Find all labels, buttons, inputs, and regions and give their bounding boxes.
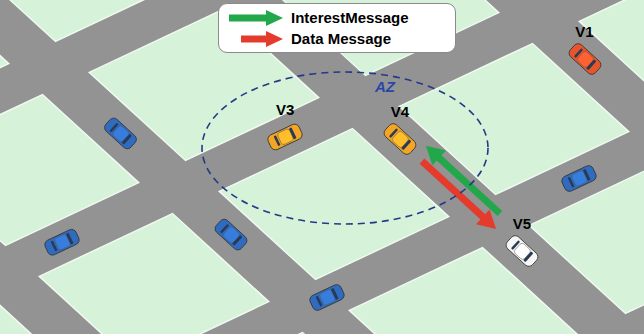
car-body xyxy=(567,41,603,76)
city-block xyxy=(0,0,9,126)
car-body xyxy=(213,217,249,252)
legend-label: InterestMessage xyxy=(291,9,409,26)
car-rear-window xyxy=(511,240,520,250)
vehicle-shape xyxy=(377,120,423,158)
city-block xyxy=(0,0,189,41)
car-icon xyxy=(266,122,304,151)
city-block xyxy=(349,248,578,334)
car-icon xyxy=(504,234,540,269)
car-windshield xyxy=(401,140,411,151)
vehicle: V3 xyxy=(262,102,308,156)
vehicle-label: V3 xyxy=(276,102,294,118)
car-windshield xyxy=(586,59,596,70)
zone-region: AZ V3 V4 xyxy=(200,70,490,226)
arrow-head xyxy=(476,209,496,229)
car-rear-window xyxy=(220,224,229,234)
zone-ellipse xyxy=(202,72,488,224)
vehicle-label: V4 xyxy=(391,104,409,120)
arrow-head xyxy=(426,146,446,166)
vehicle: V1 xyxy=(562,24,608,78)
legend-sample xyxy=(225,30,285,48)
car-windshield xyxy=(289,127,297,139)
vehicle: V4 xyxy=(377,104,423,158)
car-windshield xyxy=(583,169,591,181)
legend-sample xyxy=(225,9,285,27)
car-rear-window xyxy=(573,48,582,58)
car-body xyxy=(266,122,304,151)
vehicle-label: V1 xyxy=(575,24,593,40)
car-icon xyxy=(308,283,346,312)
vehicle: V5 xyxy=(499,216,545,270)
car-icon xyxy=(382,122,418,157)
car-windshield xyxy=(66,233,74,245)
zone-label: AZ xyxy=(375,79,395,95)
car-windshield xyxy=(523,252,533,263)
legend-arrow-shaft xyxy=(241,35,268,42)
city-block xyxy=(39,214,268,334)
car-icon xyxy=(213,217,249,252)
city-block xyxy=(219,129,448,280)
vehicle-shape xyxy=(499,232,545,270)
car-windshield xyxy=(232,235,242,246)
car-body xyxy=(382,122,418,157)
car-rear-window xyxy=(568,177,575,188)
car-body xyxy=(504,234,540,269)
vehicle-label: V5 xyxy=(513,216,531,232)
legend-entry: Data Message xyxy=(219,28,455,49)
car-body xyxy=(560,164,598,193)
zone-outline xyxy=(200,70,490,226)
car-body xyxy=(103,116,139,151)
car-icon xyxy=(43,228,81,257)
legend-label: Data Message xyxy=(291,30,391,47)
legend-arrow-shaft xyxy=(229,14,268,21)
city-block xyxy=(529,163,644,314)
car-rear-window xyxy=(274,135,281,146)
legend-arrow-head xyxy=(266,31,283,47)
car-windshield xyxy=(122,134,132,145)
car-rear-window xyxy=(316,296,323,307)
city-block xyxy=(0,95,139,246)
car-body xyxy=(43,228,81,257)
legend-arrow-head xyxy=(266,10,283,26)
message-arrow xyxy=(422,161,496,229)
legend-box: InterestMessageData Message xyxy=(218,3,456,53)
car-rear-window xyxy=(51,240,58,251)
city-block xyxy=(169,333,398,334)
car-rear-window xyxy=(109,123,118,133)
car-icon xyxy=(567,41,603,76)
car-icon xyxy=(560,164,598,193)
vehicle-shape xyxy=(562,40,608,78)
car-windshield xyxy=(331,288,339,300)
car-body xyxy=(308,283,346,312)
arrow-shaft xyxy=(422,161,484,218)
city-block xyxy=(269,0,498,75)
car-icon xyxy=(103,116,139,151)
legend-entry: InterestMessage xyxy=(219,7,455,28)
car-rear-window xyxy=(389,129,398,139)
vehicle-shape xyxy=(262,118,308,156)
